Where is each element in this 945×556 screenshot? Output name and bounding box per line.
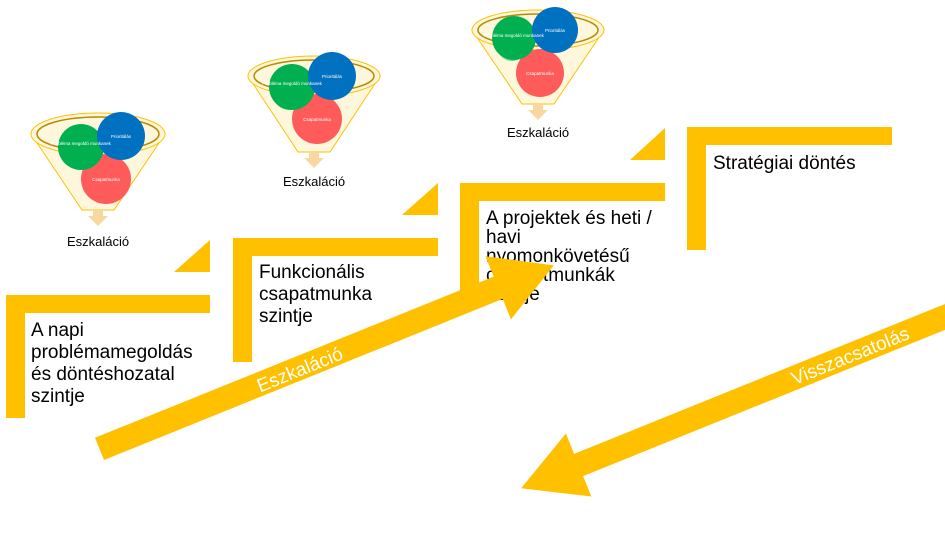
- funnel-circle-problem-solving: [492, 16, 536, 60]
- step-frame-4: [687, 127, 892, 250]
- feedback-arrow-shape: [521, 304, 945, 497]
- escalation-arrow-shape: [95, 256, 554, 460]
- level-text-2: Funkcionális csapatmunka szintje: [259, 262, 377, 327]
- funnel-circle-label-priority: Prioritálás: [322, 74, 343, 79]
- funnel-circle-prioritization: [532, 7, 578, 53]
- step-level-1: [6, 240, 210, 418]
- step-corner-triangle-1: [174, 240, 210, 272]
- funnel-3: Probléma megoldó munkanek Prioritálás Cs…: [471, 7, 605, 140]
- level-text-4: Stratégiai döntés: [713, 153, 856, 174]
- funnel-circle-teamwork: [516, 49, 564, 97]
- funnel-circle-label-team: Csapatmunka: [303, 117, 331, 122]
- funnel-label: Eszkaláció: [507, 125, 569, 140]
- funnel-circle-prioritization: [97, 112, 145, 160]
- funnel-circle-teamwork: [81, 154, 131, 204]
- step-level-2: [233, 183, 438, 362]
- step-frame-3: [460, 183, 665, 306]
- feedback-arrow-label: Visszacsatolás: [789, 324, 913, 390]
- step-frame-2: [233, 238, 438, 362]
- funnel-label: Eszkaláció: [283, 174, 345, 189]
- step-corner-triangle-3: [630, 128, 665, 160]
- step-frame-1: [6, 295, 210, 418]
- funnel-label: Eszkaláció: [67, 234, 129, 249]
- funnel-circle-problem-solving: [269, 64, 315, 110]
- step-level-4: [687, 127, 892, 250]
- level-text-1: A napi problémamegoldás és döntéshozatal…: [31, 320, 198, 407]
- funnel-circle-prioritization: [308, 52, 356, 100]
- funnel-circle-label-priority: Prioritálás: [111, 134, 132, 139]
- funnel-circle-label-problem: Probléma megoldó munkanek: [484, 33, 545, 38]
- step-level-3: [460, 128, 665, 306]
- funnel-circle-teamwork: [292, 94, 342, 144]
- funnel-circle-label-problem: Probléma megoldó munkanek: [51, 141, 112, 146]
- funnel-circle-label-priority: Prioritálás: [545, 28, 566, 33]
- funnel-1: Probléma megoldó munkanek Prioritálás Cs…: [30, 112, 166, 249]
- funnel-2: Probléma megoldó munkanek Prioritálás Cs…: [247, 52, 381, 189]
- step-corner-triangle-2: [402, 183, 438, 215]
- funnel-circle-problem-solving: [58, 124, 104, 170]
- funnel-circle-label-team: Csapatmunka: [526, 71, 554, 76]
- funnel-circle-label-problem: Probléma megoldó munkanek: [262, 81, 323, 86]
- feedback-arrow: Visszacsatolás: [521, 304, 945, 497]
- funnel-circle-label-team: Csapatmunka: [92, 177, 120, 182]
